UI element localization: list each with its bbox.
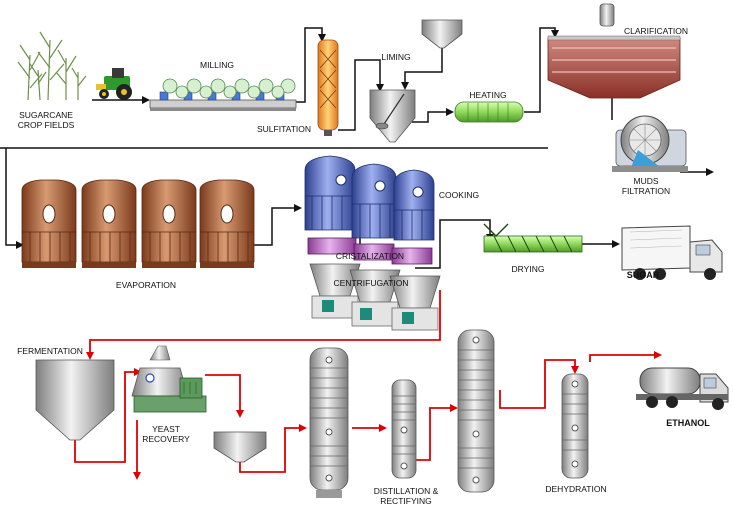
flow-fermentation-to-yeast xyxy=(74,368,142,463)
evaporator-2 xyxy=(81,179,137,268)
ethanol-flow-lines xyxy=(74,290,662,480)
flow-evaporation-to-cooking xyxy=(248,204,302,246)
rotary-vacuum-filter xyxy=(612,115,688,172)
flow-lime-feed xyxy=(401,48,443,90)
rectifying-column xyxy=(457,329,495,493)
label-centrifugation: CENTRIFUGATION xyxy=(333,278,409,288)
lime-hopper xyxy=(421,19,463,49)
label-ethanol: ETHANOL xyxy=(666,418,710,428)
milling-conveyor xyxy=(149,78,297,111)
cooking-vessel-2 xyxy=(351,163,397,239)
flow-milling-to-sulfitation xyxy=(296,27,326,103)
sulfitation-tower xyxy=(317,39,339,136)
clarifier xyxy=(547,3,681,99)
label-muds: MUDS xyxy=(633,176,659,186)
flow-heater-to-clarifier xyxy=(524,27,559,113)
label-recovery: RECOVERY xyxy=(142,434,190,444)
crystallizers xyxy=(307,237,433,265)
sugar-truck-icon xyxy=(621,225,723,280)
flow-centrifuge-to-dryer xyxy=(415,219,494,269)
evaporator-4 xyxy=(199,179,255,268)
distillation-column-1 xyxy=(309,347,349,498)
label-sugar: SUGAR xyxy=(626,270,660,280)
label-sugarcane: SUGARCANE xyxy=(19,110,73,120)
label-dehydration: DEHYDRATION xyxy=(545,484,607,494)
flow-yeast-to-tank xyxy=(205,374,244,418)
sugarcane-plants xyxy=(17,31,87,101)
label-heating: HEATING xyxy=(469,90,507,100)
flow-column3-to-dehydration xyxy=(499,359,579,409)
evaporator-3 xyxy=(141,179,197,268)
flow-dehydration-to-tanker xyxy=(589,351,662,362)
flow-column2-to-column3 xyxy=(415,404,458,461)
dehydration-column xyxy=(561,373,589,479)
wine-tank xyxy=(213,431,267,463)
sugar-flow-lines xyxy=(0,27,714,269)
label-distillation-rectifying: DISTILLATION & RECTIFYING xyxy=(366,486,446,506)
flow-tank-to-column1 xyxy=(239,424,307,473)
evaporator-bodies xyxy=(21,179,255,268)
fermentation-tank xyxy=(35,359,115,441)
liming-tank xyxy=(369,89,416,143)
label-milling: MILLING xyxy=(199,60,234,70)
cooking-vessel-1 xyxy=(304,155,356,231)
flow-molasses-to-fermentation xyxy=(86,290,441,360)
label-yeast: YEAST xyxy=(152,424,180,434)
label-crop-fields: CROP FIELDS xyxy=(17,120,75,130)
cooking-vessel-3 xyxy=(393,169,435,241)
label-rectifying: RECTIFYING xyxy=(380,496,432,506)
yeast-separator xyxy=(131,345,207,413)
label-sugarcane-crop-fields: SUGARCANE CROP FIELDS xyxy=(14,110,78,130)
flow-clarified-to-evaporation xyxy=(0,147,548,245)
label-evaporation: EVAPORATION xyxy=(115,280,177,290)
label-drying: DRYING xyxy=(511,264,545,274)
centrifuge-3 xyxy=(389,275,441,331)
evaporator-1 xyxy=(21,179,77,268)
label-cooking: COOKING xyxy=(438,190,480,200)
label-fermentation: FERMENTATION xyxy=(17,346,83,356)
mill-drums xyxy=(162,78,296,99)
label-cristalization: CRISTALIZATION xyxy=(335,251,405,261)
label-muds-filtration: MUDS FILTRATION xyxy=(610,176,682,196)
ethanol-tanker-icon xyxy=(636,367,729,410)
centrifuges xyxy=(309,263,441,331)
heat-exchanger xyxy=(454,101,524,123)
distillation-column-2 xyxy=(391,379,417,479)
label-sulfitation: SULFITATION xyxy=(257,124,311,134)
label-clarification: CLARIFICATION xyxy=(623,26,689,36)
screw-dryer xyxy=(483,223,583,253)
flow-sulfitation-to-liming xyxy=(338,59,384,131)
cooking-vessels xyxy=(304,155,435,241)
centrifuge-2 xyxy=(349,269,401,327)
label-liming: LIMING xyxy=(381,52,411,62)
label-filtration: FILTRATION xyxy=(621,186,671,196)
label-yeast-recovery: YEAST RECOVERY xyxy=(134,424,198,444)
flow-liming-to-heater xyxy=(412,108,454,123)
tractor-icon xyxy=(96,68,132,100)
centrifuge-1 xyxy=(309,263,361,319)
label-distillation: DISTILLATION & xyxy=(373,486,439,496)
